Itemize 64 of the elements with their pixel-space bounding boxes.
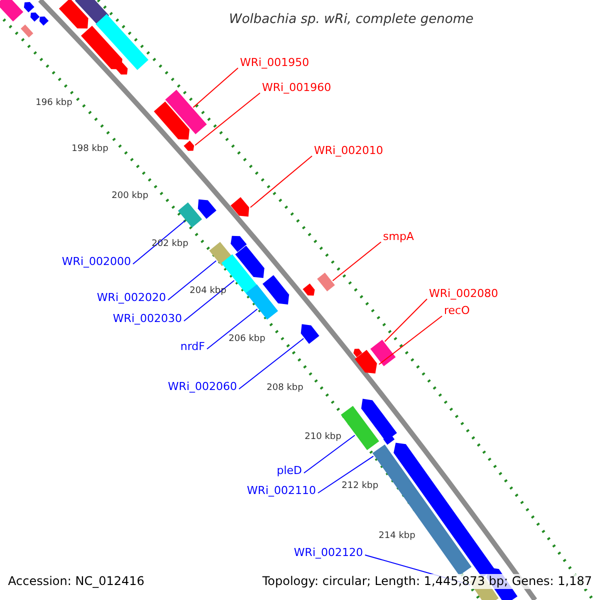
gene-label: WRi_002020	[96, 291, 166, 304]
gene-label: nrdF	[180, 340, 205, 353]
gene-feature	[58, 0, 88, 28]
gene-feature	[116, 62, 128, 74]
tick-label: 208 kbp	[266, 383, 304, 394]
leader-line	[184, 280, 235, 322]
gene-feature	[246, 284, 278, 320]
gene-label: WRi_002110	[246, 484, 316, 497]
leader-line	[318, 456, 374, 494]
gene-label: WRi_002060	[168, 380, 237, 393]
gene-feature	[165, 90, 207, 134]
gene-feature	[353, 348, 362, 358]
gene-feature	[354, 350, 377, 374]
leader-line	[192, 68, 238, 108]
gene-label: recO	[444, 304, 470, 317]
gene-feature	[178, 202, 202, 228]
gene-feature	[317, 272, 335, 292]
tick-label: 210 kbp	[304, 432, 342, 443]
leader-line	[238, 338, 304, 390]
tick-label: 214 kbp	[378, 531, 416, 542]
gene-label: smpA	[383, 230, 414, 243]
leader-line	[206, 308, 258, 350]
leader-line	[250, 156, 312, 208]
gene-feature	[300, 324, 320, 344]
tick-label: 200 kbp	[112, 191, 148, 202]
gene-feature	[184, 140, 194, 151]
gene-feature	[30, 12, 40, 22]
gene-feature	[20, 24, 34, 38]
gene-label: WRi_002030	[112, 312, 182, 325]
gene-feature	[340, 406, 380, 450]
tick-label: 212 kbp	[342, 481, 378, 492]
gene-feature	[24, 2, 34, 12]
tick-label: 196 kbp	[36, 98, 72, 109]
gene-feature	[230, 236, 247, 252]
gene-feature	[154, 102, 190, 140]
tick-label: 206 kbp	[228, 334, 266, 345]
gene-label: WRi_001950	[240, 56, 310, 69]
accession-text: Accession: NC_012416	[8, 574, 144, 589]
gene-label: WRi_002080	[429, 287, 498, 300]
leader-line	[378, 316, 442, 365]
genome-summary-text: Topology: circular; Length: 1,445,873 bp; Genes: 1,187	[262, 574, 592, 589]
leader-line	[332, 242, 382, 282]
gene-label: WRi_002010	[314, 144, 384, 157]
gene-feature	[235, 246, 264, 278]
gene-feature	[302, 284, 315, 296]
leader-line	[132, 220, 186, 264]
gene-feature	[230, 197, 250, 217]
gene-feature	[370, 340, 396, 366]
leader-line	[384, 298, 428, 342]
gene-label: WRi_002000	[62, 255, 131, 268]
gene-feature	[80, 26, 122, 70]
gene-label: WRi_002120	[294, 546, 363, 559]
gene-feature	[96, 14, 148, 70]
gene-feature	[39, 16, 49, 26]
gene-feature	[262, 275, 290, 304]
gene-label: WRi_001960	[262, 81, 332, 94]
leader-line	[304, 434, 356, 474]
gene-feature	[0, 0, 24, 22]
tick-label: 198 kbp	[72, 144, 108, 155]
title: Wolbachia sp. wRi, complete genome	[229, 11, 474, 29]
gene-label: pleD	[276, 464, 302, 477]
gene-feature	[198, 199, 216, 219]
leader-line	[194, 92, 260, 146]
leader-line	[168, 260, 217, 300]
